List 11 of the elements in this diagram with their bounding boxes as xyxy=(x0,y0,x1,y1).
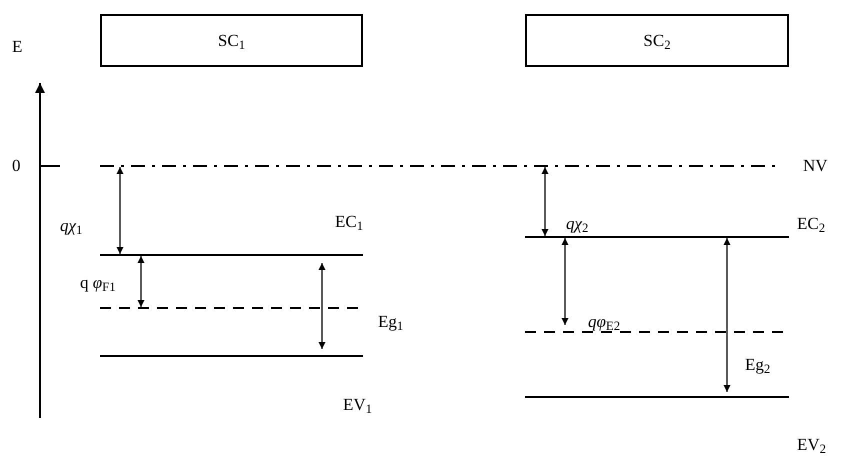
level-label: EV$_{1}$ xyxy=(343,396,372,413)
level-label: EV$_{2}$ xyxy=(797,436,826,453)
semiconductor-box: SC$_{1}$ xyxy=(100,14,363,67)
level-label: NV xyxy=(803,157,828,174)
level-label: Eg$_{2}$ xyxy=(745,356,770,373)
level-label: 0 xyxy=(12,157,20,174)
level-label: EC$_{2}$ xyxy=(797,215,826,232)
level-label: EC$_{1}$ xyxy=(335,213,364,230)
level-label: E xyxy=(12,38,22,55)
level-label: Eg$_{1}$ xyxy=(378,313,404,330)
semiconductor-box: SC$_{2}$ xyxy=(525,14,789,67)
